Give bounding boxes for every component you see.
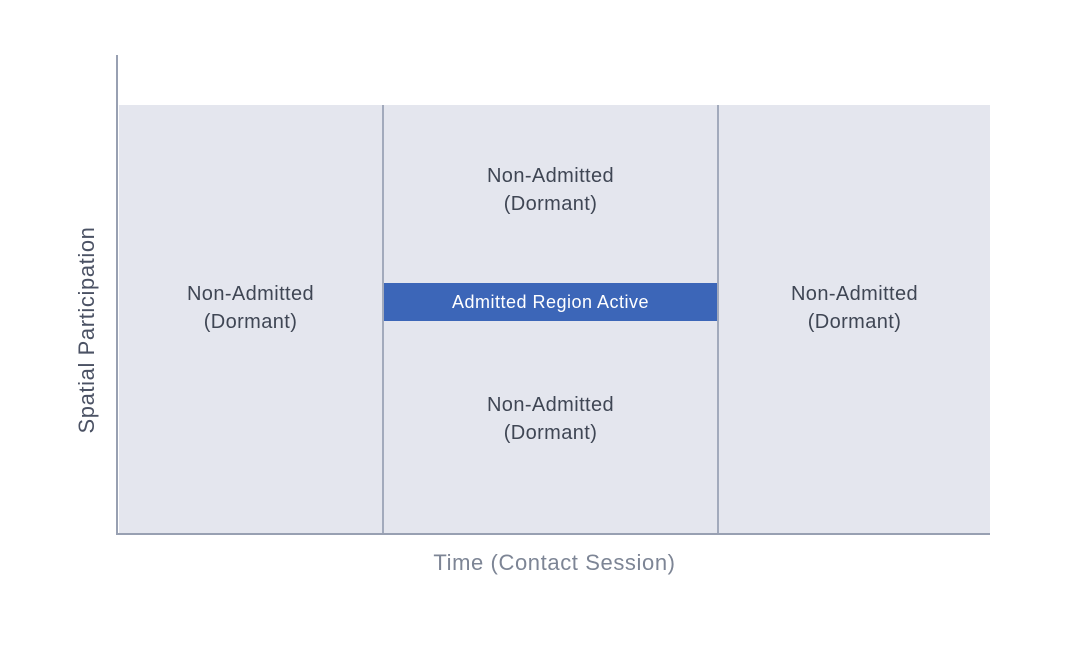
region-label-middle-bottom-line2: (Dormant) [503, 422, 598, 444]
region-label-middle-top-line2: (Dormant) [503, 193, 598, 215]
admitted-region-band: Admitted Region Active [382, 283, 719, 321]
region-label-right: Non-Admitted (Dormant) [719, 280, 990, 336]
region-label-right-line1: Non-Admitted [790, 283, 919, 305]
region-label-left: Non-Admitted (Dormant) [119, 280, 382, 336]
region-label-middle-top-line1: Non-Admitted [486, 165, 615, 187]
region-label-middle-bottom-line1: Non-Admitted [486, 394, 615, 416]
region-label-left-line1: Non-Admitted [186, 283, 315, 305]
x-axis-title: Time (Contact Session) [433, 550, 676, 575]
y-axis-title: Spatial Participation [74, 226, 99, 434]
region-label-middle-bottom: Non-Admitted (Dormant) [384, 391, 717, 447]
column-divider-right [717, 105, 719, 533]
region-label-middle-top: Non-Admitted (Dormant) [384, 162, 717, 218]
y-axis-line [116, 55, 118, 535]
region-label-right-line2: (Dormant) [807, 311, 902, 333]
admitted-region-band-label: Admitted Region Active [451, 291, 650, 312]
x-axis-line [116, 533, 990, 535]
region-label-left-line2: (Dormant) [203, 311, 298, 333]
column-divider-left [382, 105, 384, 533]
